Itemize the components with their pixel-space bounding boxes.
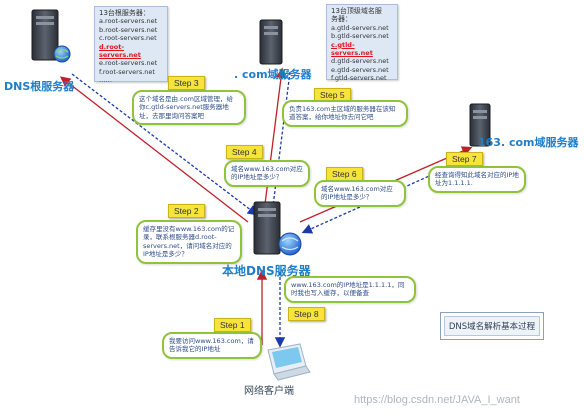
- root-server-list-item: a.root-servers.net: [99, 17, 158, 26]
- diagram-title: DNS域名解析基本过程: [448, 322, 536, 332]
- root-server-list-item: ……: [99, 76, 112, 85]
- arrow-step2: [59, 76, 249, 223]
- step-6-label: Step 6: [326, 167, 363, 181]
- arrow-step5: [267, 71, 291, 217]
- com-list-title: 13台顶级域名服务器：: [331, 7, 382, 24]
- step-4-label: Step 4: [226, 145, 263, 159]
- arrow-step4: [263, 67, 287, 213]
- domain-server-icon: [469, 103, 491, 147]
- step-7-label: Step 7: [446, 152, 483, 166]
- bubble-step2: 缓存里没有www.163.com的记录，联系根服务器d.root-servers…: [136, 220, 242, 264]
- bubble-step4: 域名www.163.com对应的IP地址是多少？: [224, 160, 310, 187]
- root-server-list-item: f.root-servers.net: [99, 67, 155, 76]
- root-server-list-item: d.root-servers.net: [99, 42, 141, 60]
- arrow-step3: [71, 73, 259, 216]
- domain-server-label: 163. com域服务器: [478, 136, 579, 149]
- client-label: 网络客户端: [244, 386, 294, 397]
- bubble-step8: www.163.com的IP地址是1.1.1.1，同时我也写入缓存，以便备查: [284, 276, 416, 303]
- bubble-step7: 经查询得知此域名对应的IP地址为1.1.1.1.: [428, 166, 526, 193]
- step-3-label: Step 3: [168, 76, 205, 90]
- bubble-step3: 这个域名是由.com区域管理，给你c.gtld-servers.net服务器地址…: [132, 90, 246, 126]
- bubble-step6: 域名www.163.com对应的IP地址是多少？: [314, 180, 406, 207]
- root-server-list-item: c.root-servers.net: [99, 34, 157, 43]
- com-server-label: . com域服务器: [234, 68, 312, 81]
- com-server-icon: [259, 19, 283, 65]
- root-server-icon: [31, 9, 71, 63]
- root-server-list-item: e.root-servers.net: [99, 59, 158, 68]
- diagram-title-box: DNS域名解析基本过程: [440, 312, 544, 340]
- com-server-list-item: ……: [331, 82, 344, 91]
- local-server-icon: [253, 201, 302, 256]
- com-server-list-item: a.gtld-servers.net: [331, 23, 389, 32]
- watermark: https://blog.csdn.net/JAVA_I_want: [354, 394, 520, 406]
- root-server-list-item: b.root-servers.net: [99, 25, 158, 34]
- bubble-step1: 我要访问www.163.com，请告诉我它的IP地址: [162, 332, 262, 359]
- com-server-list-item: d.gtld-servers.net: [331, 57, 389, 66]
- bubble-step5: 负责163.com主区域的服务器在该知道答案，给你地址你去问它吧: [282, 100, 408, 127]
- com-server-list-item: c.gtld-servers.net: [331, 40, 373, 58]
- local-server-label: 本地DNS服务器: [222, 264, 311, 278]
- root-server-label: DNS根服务器: [4, 80, 75, 93]
- step-2-label: Step 2: [168, 204, 205, 218]
- client-computer-icon: [267, 343, 311, 381]
- com-server-list-item: b.gtld-servers.net: [331, 32, 389, 41]
- com-server-list-item: f.gtld-servers.net: [331, 74, 387, 83]
- step-8-label: Step 8: [288, 307, 325, 321]
- step-1-label: Step 1: [214, 318, 251, 332]
- com-server-list-item: e.gtld-servers.net: [331, 65, 389, 74]
- root-list-title: 13台根服务器：: [99, 9, 150, 17]
